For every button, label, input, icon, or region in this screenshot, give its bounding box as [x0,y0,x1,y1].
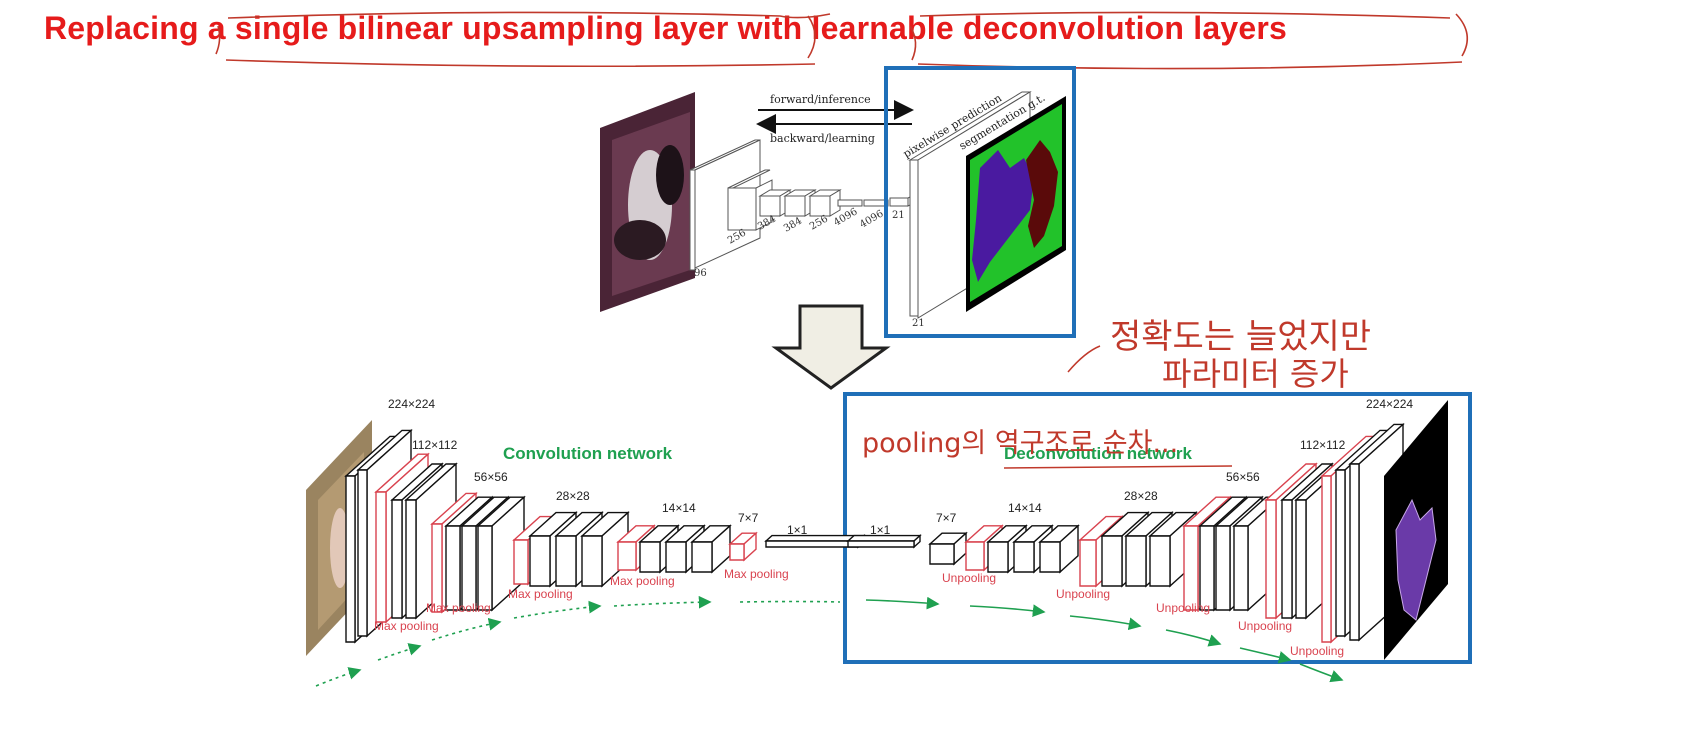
deconv-highlight-box [843,392,1472,664]
encoder-block-17 [690,524,732,574]
decoder-block-2 [928,531,968,566]
encoder-block-18 [728,531,758,562]
deconv-network-title: Deconvolution network [1004,444,1193,463]
size-label-28-enc: 28×28 [556,489,590,503]
fcn-layer-stack [689,139,913,271]
deconv-output-image [1384,400,1448,660]
encoder-block-9 [476,495,526,612]
size-label-112-dec: 112×112 [1300,438,1346,452]
size-label-7-enc: 7×7 [738,511,759,525]
max-pooling-label-3: Max pooling [508,587,573,601]
decoder-block-1 [846,534,922,549]
fcn-layer-label-384b: 384 [782,216,804,235]
size-label-1-enc: 1×1 [787,523,808,537]
korean-annotation-line1: 정확도는 늘었지만 [1110,317,1371,357]
forward-label: forward/inference [770,93,871,106]
fcn-diagram: 96 256 384 384 256 4096 4096 21 forward/… [600,66,1076,338]
size-label-14-dec: 14×14 [1008,501,1042,515]
fcn-output-highlight-box [884,66,1076,338]
decoder-block-6 [1038,524,1080,574]
encoder-block-13 [580,511,630,588]
size-label-14-enc: 14×14 [662,501,696,515]
max-pooling-label-5: Max pooling [724,567,789,581]
size-label-224-dec: 224×224 [1366,397,1413,411]
max-pooling-label-2: Max pooling [426,601,491,615]
backward-label: backward/learning [770,132,875,145]
unpooling-label-4: Unpooling [1238,619,1292,633]
size-labels: 224×224 112×112 56×56 28×28 14×14 7×7 1×… [388,397,1413,537]
unpooling-label-5: Unpooling [1290,644,1344,658]
size-label-224-enc: 224×224 [388,397,435,411]
slide-title: Replacing a single bilinear upsampling l… [44,10,1287,46]
fcn-layer-label-4096b: 4096 [858,208,886,230]
size-label-28-dec: 28×28 [1124,489,1158,503]
pooling-annotation: pooling의 역구조로 순차... [862,428,1178,459]
segmentation-gt-image: segmentation g.t. [957,91,1066,312]
deconvnet-diagram: Convolution network Deconvolution networ… [306,392,1472,687]
encoder-blocks [344,428,866,644]
flow-arrows [315,595,1344,687]
korean-annotation-line2: 파라미터 증가 [1162,355,1349,393]
fcn-arrows: forward/inference backward/learning [756,93,914,145]
conv-network-title: Convolution network [503,444,673,463]
decoder-blocks [846,422,1405,644]
unpooling-label-1: Unpooling [942,571,996,585]
unpooling-label-3: Unpooling [1156,601,1210,615]
fcn-layer-label-21: 21 [892,210,905,221]
unpooling-label-2: Unpooling [1056,587,1110,601]
max-pooling-label-4: Max pooling [610,574,675,588]
korean-annotation: 정확도는 늘었지만 파라미터 증가 [1067,317,1371,393]
unpooling-labels: Unpooling Unpooling Unpooling Unpooling … [942,571,1344,658]
size-label-56-enc: 56×56 [474,470,508,484]
decoder-block-20 [1348,422,1405,642]
pooling-annotation-underline [1003,465,1233,469]
size-label-7-dec: 7×7 [936,511,957,525]
fcn-layer-label-96: 96 [694,268,707,279]
size-label-112-enc: 112×112 [412,438,458,452]
size-label-56-dec: 56×56 [1226,470,1260,484]
fcn-output-label: 21 [912,318,925,329]
max-pooling-label-1: Max pooling [374,619,439,633]
fcn-input-image [600,92,695,312]
transition-down-arrow [771,304,891,390]
size-label-1-dec: 1×1 [870,523,891,537]
max-pooling-labels: Max pooling Max pooling Max pooling Max … [374,567,789,633]
title-annotation-marks [215,11,1469,70]
